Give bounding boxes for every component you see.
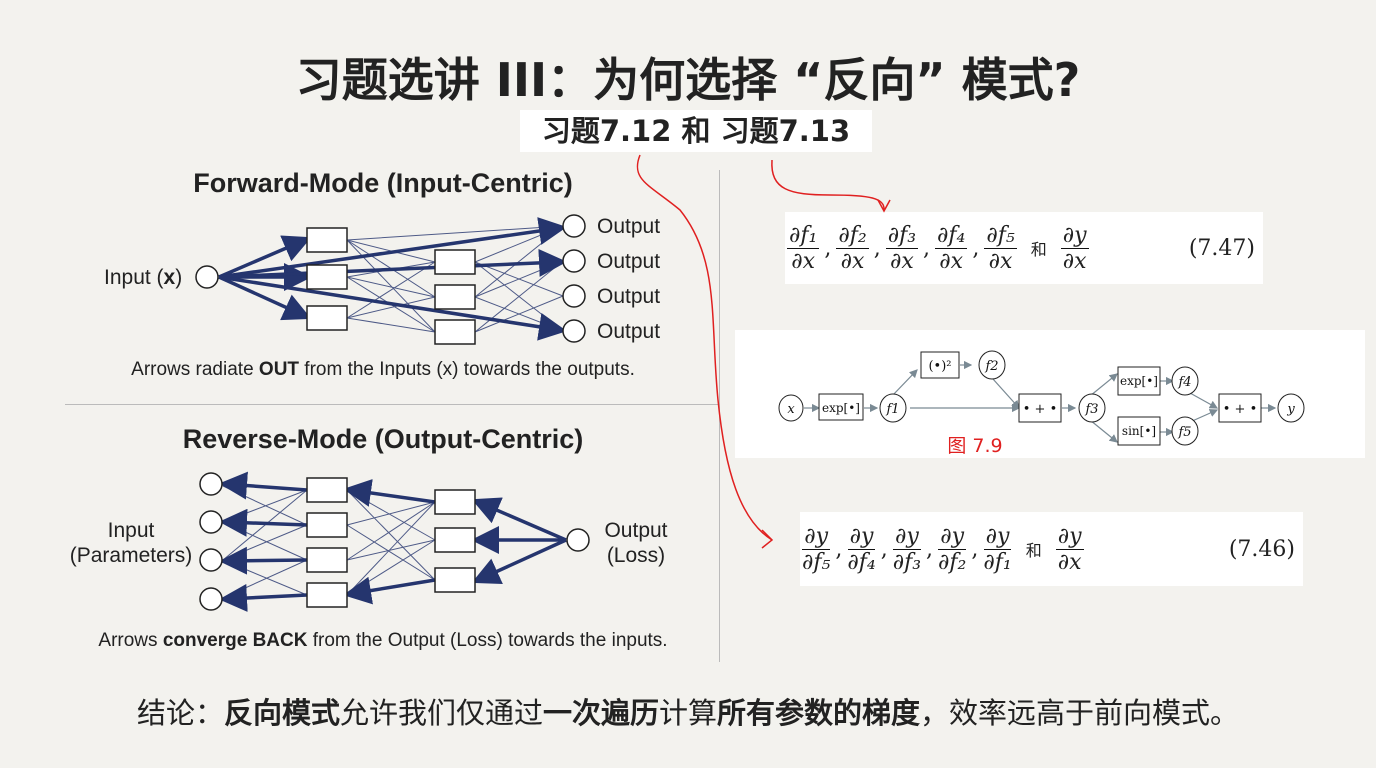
node-f4: f4 [1177, 375, 1191, 390]
equation-number: (7.47) [1188, 235, 1255, 261]
slide-subtitle: 习题7.12 和 习题7.13 [520, 110, 872, 152]
fraction: ∂f₁∂x [787, 222, 820, 274]
node-f3: f3 [1084, 402, 1098, 417]
forward-input-label: Input (x) [104, 266, 183, 289]
forward-network-diagram [195, 214, 590, 612]
reverse-output-label: Output(Loss) [604, 519, 668, 567]
node-x: x [787, 402, 795, 417]
node-add: • + • [1223, 402, 1258, 417]
node-square: (•)² [928, 359, 951, 374]
and-text: 和 [1030, 240, 1047, 259]
fraction: ∂y∂f₂ [938, 523, 967, 575]
equation-number: (7.46) [1228, 536, 1295, 562]
horizontal-divider [65, 404, 719, 405]
forward-caption: Arrows radiate OUT from the Inputs (x) t… [131, 359, 635, 380]
fraction: ∂f₂∂x [836, 222, 869, 274]
node-exp: exp[•] [822, 401, 860, 415]
fraction: ∂y∂f₅ [802, 523, 831, 575]
fraction: ∂y∂f₄ [847, 523, 876, 575]
fraction: ∂y∂f₁ [983, 523, 1012, 575]
slide-title: 习题选讲 III：为何选择 “反向” 模式? [295, 53, 1081, 107]
node-add: • + • [1023, 402, 1058, 417]
equation-7-47: ∂f₁∂x, ∂f₂∂x, ∂f₃∂x, ∂f₄∂x, ∂f₅∂x 和 ∂y∂x… [785, 212, 1263, 284]
fraction: ∂y∂x [1060, 222, 1089, 274]
fraction: ∂f₄∂x [935, 222, 968, 274]
figure-7-9: x exp[•] f1 (•)² f2 • + • f3 exp[•] f4 s… [735, 330, 1365, 458]
node-y: y [1286, 402, 1295, 417]
node-f1: f1 [885, 402, 899, 417]
reverse-input-label: Input(Parameters) [69, 519, 193, 567]
and-text: 和 [1025, 541, 1042, 560]
fraction: ∂f₃∂x [885, 222, 919, 274]
reverse-mode-title: Reverse-Mode (Output-Centric) [182, 424, 584, 454]
conclusion-text: 结论：反向模式允许我们仅通过一次遍历计算所有参数的梯度，效率远高于前向模式。 [136, 696, 1240, 730]
node-exp: exp[•] [1120, 374, 1158, 388]
reverse-caption: Arrows converge BACK from the Output (Lo… [98, 630, 668, 651]
figure-caption: 图 7.9 [947, 435, 1002, 457]
node-sin: sin[•] [1122, 424, 1156, 438]
equation-7-46: ∂y∂f₅, ∂y∂f₄, ∂y∂f₃, ∂y∂f₂, ∂y∂f₁ 和 ∂y∂x… [800, 512, 1303, 586]
node-f2: f2 [984, 359, 998, 374]
fraction: ∂f₅∂x [984, 222, 1017, 274]
node-f5: f5 [1177, 425, 1191, 440]
fraction: ∂y∂x [1055, 523, 1084, 575]
fraction: ∂y∂f₃ [892, 523, 922, 575]
forward-mode-title: Forward-Mode (Input-Centric) [193, 168, 573, 198]
